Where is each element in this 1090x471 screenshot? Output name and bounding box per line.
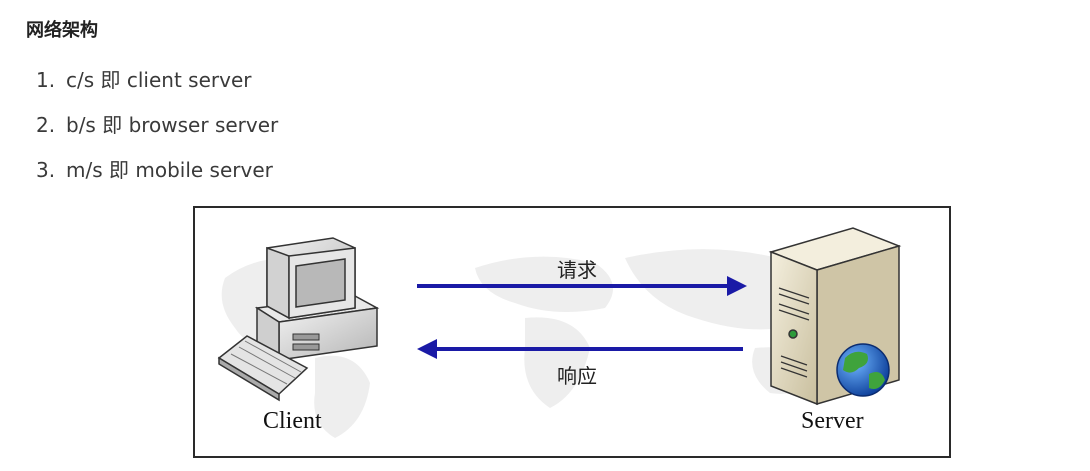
list-item: 1. c/s 即 client server (36, 64, 278, 109)
client-server-diagram: 请求 响应 Client Server (193, 206, 951, 458)
response-label: 响应 (557, 364, 597, 388)
server-label: Server (801, 408, 864, 434)
client-label: Client (263, 408, 322, 434)
request-label: 请求 (557, 258, 597, 282)
response-arrow (417, 339, 743, 359)
computer-icon (254, 237, 380, 362)
list-text: b/s 即 browser server (66, 113, 279, 137)
request-arrow (417, 276, 747, 296)
list-text: m/s 即 mobile server (66, 158, 273, 182)
globe-icon (836, 343, 890, 397)
diagram-canvas (217, 227, 902, 438)
list-text: c/s 即 client server (66, 68, 252, 92)
list-item: 3. m/s 即 mobile server (36, 154, 278, 199)
keyboard-icon (217, 335, 309, 402)
list-number: 3. (36, 158, 56, 182)
list-number: 1. (36, 68, 56, 92)
list-number: 2. (36, 113, 56, 137)
architecture-list: 1. c/s 即 client server 2. b/s 即 browser se… (36, 64, 278, 199)
list-item: 2. b/s 即 browser server (36, 109, 278, 154)
section-title: 网络架构 (26, 20, 98, 41)
